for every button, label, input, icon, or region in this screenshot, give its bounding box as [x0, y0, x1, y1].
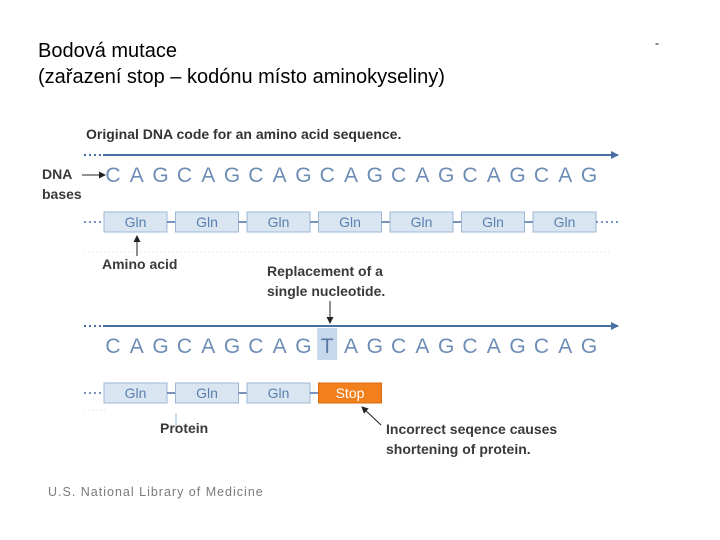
mutant-codon-box — [318, 382, 382, 404]
corner-mark: - — [655, 36, 659, 50]
original-base: G — [581, 164, 597, 187]
mutant-base: A — [487, 335, 501, 358]
mutant-codon-label: Gln — [125, 385, 147, 401]
original-base: A — [273, 164, 287, 187]
credit-text: U.S. National Library of Medicine — [48, 485, 264, 499]
mutant-base: A — [130, 335, 144, 358]
mutant-base: G — [581, 335, 597, 358]
original-base: A — [415, 164, 429, 187]
original-base: G — [295, 164, 311, 187]
mutant-base: G — [509, 335, 525, 358]
mutant-base: G — [438, 335, 454, 358]
original-base: A — [558, 164, 572, 187]
slide-title-line1: Bodová mutace — [38, 40, 177, 62]
original-base: C — [105, 164, 120, 187]
original-base: C — [177, 164, 192, 187]
original-base: G — [509, 164, 525, 187]
original-base: C — [462, 164, 477, 187]
mutant-base: C — [248, 335, 263, 358]
amino-acid-label: Amino acid — [102, 256, 178, 272]
mutant-base: G — [367, 335, 383, 358]
original-codon-label: Gln — [554, 214, 576, 230]
mutation-highlight — [317, 328, 338, 360]
original-codon-label: Gln — [268, 214, 290, 230]
protein-label: Protein — [160, 420, 209, 436]
original-codon-label: Gln — [196, 214, 218, 230]
mutant-base: A — [415, 335, 429, 358]
original-base: A — [487, 164, 501, 187]
mutant-base: C — [105, 335, 120, 358]
original-base: A — [344, 164, 358, 187]
stop-pointer-arrow — [361, 406, 382, 426]
original-base: A — [130, 164, 144, 187]
mutant-base: G — [295, 335, 311, 358]
mutant-base: C — [462, 335, 477, 358]
original-base: C — [320, 164, 335, 187]
original-codon-label: Gln — [339, 214, 361, 230]
mutant-base: A — [558, 335, 572, 358]
mutant-base: A — [273, 335, 287, 358]
original-codon-label: Gln — [482, 214, 504, 230]
dna-label-line1: DNA — [42, 166, 73, 182]
incorrect-label-line1: Incorrect seqence causes — [386, 421, 558, 437]
mutant-codon-label: Gln — [268, 385, 290, 401]
dna-label-line2: bases — [42, 186, 82, 202]
mutant-base: T — [321, 335, 334, 358]
mutant-base: A — [344, 335, 358, 358]
mutant-base: G — [224, 335, 240, 358]
replacement-label-line1: Replacement of a — [267, 263, 383, 279]
slide-title: Bodová mutace (zařazení stop – kodónu mí… — [38, 38, 445, 90]
mutant-base: G — [152, 335, 168, 358]
incorrect-label-line2: shortening of protein. — [386, 441, 531, 457]
mutant-base: C — [391, 335, 406, 358]
mutant-codon-label: Gln — [196, 385, 218, 401]
mutant-codon-label: Stop — [336, 385, 365, 401]
mutant-base: C — [177, 335, 192, 358]
mutant-base: A — [201, 335, 215, 358]
original-codon-label: Gln — [125, 214, 147, 230]
original-base: G — [438, 164, 454, 187]
original-base: C — [248, 164, 263, 187]
original-base: C — [534, 164, 549, 187]
original-base: G — [224, 164, 240, 187]
original-codon-label: Gln — [411, 214, 433, 230]
slide-title-line2: (zařazení stop – kodónu místo aminokysel… — [38, 66, 445, 88]
original-base: C — [391, 164, 406, 187]
original-base: A — [201, 164, 215, 187]
replacement-label-line2: single nucleotide. — [267, 283, 386, 299]
mutant-base: C — [534, 335, 549, 358]
original-base: G — [152, 164, 168, 187]
original-base: G — [367, 164, 383, 187]
figure-heading: Original DNA code for an amino acid sequ… — [86, 126, 402, 142]
